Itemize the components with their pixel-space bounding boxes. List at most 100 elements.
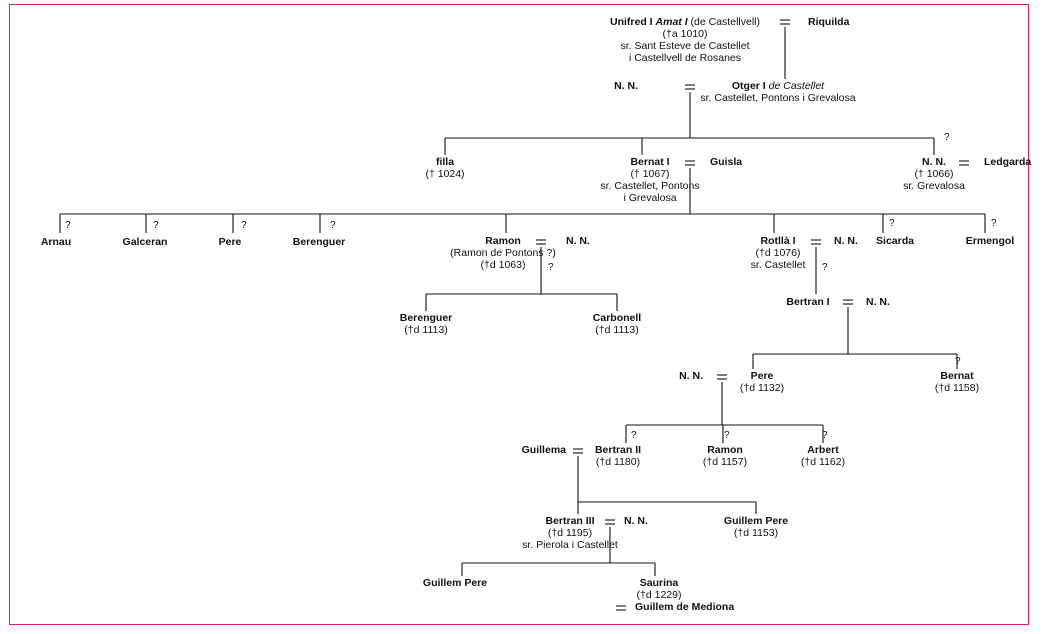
- person-galceran: Galceran: [123, 236, 168, 248]
- uncertain-mark: ?: [889, 218, 895, 229]
- person-carbonell: Carbonell(†d 1113): [593, 312, 641, 336]
- person-detail: (†d 1157): [702, 456, 748, 468]
- person-berenguer-b: Berenguer(†d 1113): [400, 312, 453, 336]
- person-name: N. N.: [922, 156, 946, 168]
- person-detail: (†d 1162): [800, 456, 846, 468]
- person-name: Saurina: [639, 577, 679, 589]
- person-bertran-i: Bertran I: [786, 296, 829, 308]
- person-name: Ermengol: [965, 235, 1015, 247]
- person-name: Arnau: [40, 236, 72, 248]
- person-detail: sr. Sant Esteve de Castellet: [620, 40, 750, 52]
- person-detail: (†d 1076): [755, 247, 801, 259]
- person-guillem-pere-b: Guillem Pere: [423, 577, 487, 589]
- chart-frame: [9, 4, 1029, 625]
- person-detail: sr. Castellet, Pontons: [600, 180, 700, 192]
- person-nn-bertran: N. N.: [866, 296, 890, 308]
- person-name: Guillema: [521, 444, 566, 456]
- uncertain-mark: ?: [330, 220, 336, 231]
- person-rotlla: Rotllà I(†d 1076)sr. Castellet: [751, 235, 806, 271]
- person-bernat-b: Bernat(†d 1158): [935, 370, 979, 394]
- person-name: Pere: [218, 236, 242, 248]
- person-extra: (de Castellvell): [687, 16, 760, 28]
- person-bertran-ii: Bertran II(†d 1180): [595, 444, 641, 468]
- person-berenguer-a: Berenguer: [293, 236, 346, 248]
- person-detail: (†d 1229): [636, 589, 682, 601]
- uncertain-mark: ?: [241, 220, 247, 231]
- person-name: Guillem Pere: [422, 577, 488, 589]
- person-detail: (†a 1010): [662, 28, 708, 40]
- person-name-text: Unifred I: [610, 16, 656, 28]
- person-detail: (†d 1132): [739, 382, 785, 394]
- person-detail: (†d 1113): [404, 324, 448, 336]
- person-arnau: Arnau: [41, 236, 71, 248]
- person-guisla: Guisla: [710, 156, 742, 168]
- person-name: Bernat I: [630, 156, 670, 168]
- person-name: Arbert: [807, 444, 839, 456]
- person-name: Carbonell: [592, 312, 642, 324]
- uncertain-mark: ?: [822, 430, 828, 441]
- person-name: Otger I de Castellet: [700, 80, 855, 92]
- person-name: Unifred I Amat I (de Castellvell): [610, 16, 760, 28]
- uncertain-mark: ?: [944, 132, 950, 143]
- person-detail: sr. Pierola i Castellet: [522, 539, 618, 551]
- person-name: Bertran III: [545, 515, 595, 527]
- person-detail: sr. Grevalosa: [903, 180, 965, 192]
- person-name: Ledgarda: [984, 156, 1032, 168]
- uncertain-mark: ?: [822, 262, 828, 273]
- person-saurina: Saurina(†d 1229): [637, 577, 682, 601]
- person-detail: i Castellvell de Rosanes: [628, 52, 742, 64]
- person-detail: sr. Castellet: [750, 259, 806, 271]
- person-name: Guillem Pere: [723, 515, 789, 527]
- person-name: Bernat: [940, 370, 974, 382]
- person-unifred: Unifred I Amat I (de Castellvell)(†a 101…: [610, 16, 760, 64]
- person-pere-a: Pere: [219, 236, 242, 248]
- person-name: N. N.: [866, 296, 890, 308]
- person-name: Guisla: [710, 156, 743, 168]
- person-name: Guillem de Mediona: [635, 601, 735, 613]
- person-name: Bertran I: [786, 296, 830, 308]
- person-name: Berenguer: [292, 236, 346, 248]
- uncertain-mark: ?: [548, 262, 554, 273]
- person-detail: (†d 1180): [595, 456, 641, 468]
- person-name: N. N.: [566, 235, 590, 247]
- person-ramon-a: Ramon(Ramon de Pontons ?)(†d 1063): [450, 235, 556, 271]
- person-name: N. N.: [679, 370, 703, 382]
- person-ramon-b: Ramon(†d 1157): [703, 444, 747, 468]
- person-name: Riquilda: [808, 16, 850, 28]
- person-name: N. N.: [614, 80, 638, 92]
- person-detail: (†d 1153): [733, 527, 779, 539]
- person-detail: i Grevalosa: [623, 192, 677, 204]
- person-guillem-mediona: Guillem de Mediona: [635, 601, 734, 613]
- person-riquilda: Riquilda: [808, 16, 849, 28]
- person-name: Ramon: [485, 235, 521, 247]
- person-name: Galceran: [122, 236, 168, 248]
- uncertain-mark: ?: [724, 430, 730, 441]
- person-nn-ramon: N. N.: [566, 235, 590, 247]
- person-name: N. N.: [624, 515, 648, 527]
- person-name: Berenguer: [399, 312, 453, 324]
- person-filla: filla(† 1024): [425, 156, 464, 180]
- person-nn-otger: N. N.: [614, 80, 638, 92]
- uncertain-mark: ?: [991, 218, 997, 229]
- person-sicarda: Sicarda: [876, 235, 914, 247]
- person-name: Sicarda: [876, 235, 914, 247]
- person-epithet: de Castellet: [768, 80, 825, 92]
- person-pere-b: Pere(†d 1132): [740, 370, 784, 394]
- person-nn-pere: N. N.: [679, 370, 703, 382]
- person-name-text: Otger I: [731, 80, 769, 92]
- uncertain-mark: ?: [631, 430, 637, 441]
- person-nn-b3: N. N.: [624, 515, 648, 527]
- person-name: Ramon: [707, 444, 743, 456]
- person-detail: († 1067): [630, 168, 670, 180]
- person-bertran-iii: Bertran III(†d 1195)sr. Pierola i Castel…: [522, 515, 618, 551]
- person-detail: († 1024): [425, 168, 465, 180]
- person-name: N. N.: [834, 235, 858, 247]
- uncertain-mark: ?: [153, 220, 159, 231]
- person-nn-grev: N. N.(† 1066)sr. Grevalosa: [903, 156, 965, 192]
- person-detail: sr. Castellet, Pontons i Grevalosa: [700, 92, 856, 104]
- uncertain-mark: ?: [65, 220, 71, 231]
